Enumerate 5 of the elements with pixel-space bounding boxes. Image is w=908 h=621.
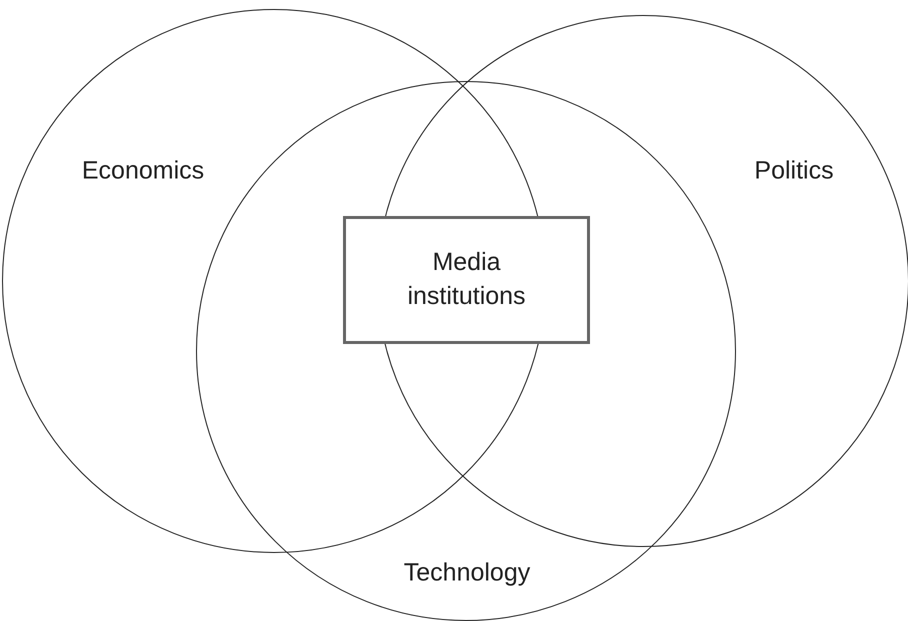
circle-label: Technology bbox=[404, 558, 530, 588]
box-label: Media institutions bbox=[406, 247, 527, 312]
center-box bbox=[343, 216, 590, 344]
circle-label: Economics bbox=[82, 156, 204, 186]
circle-label: Politics bbox=[754, 156, 834, 186]
